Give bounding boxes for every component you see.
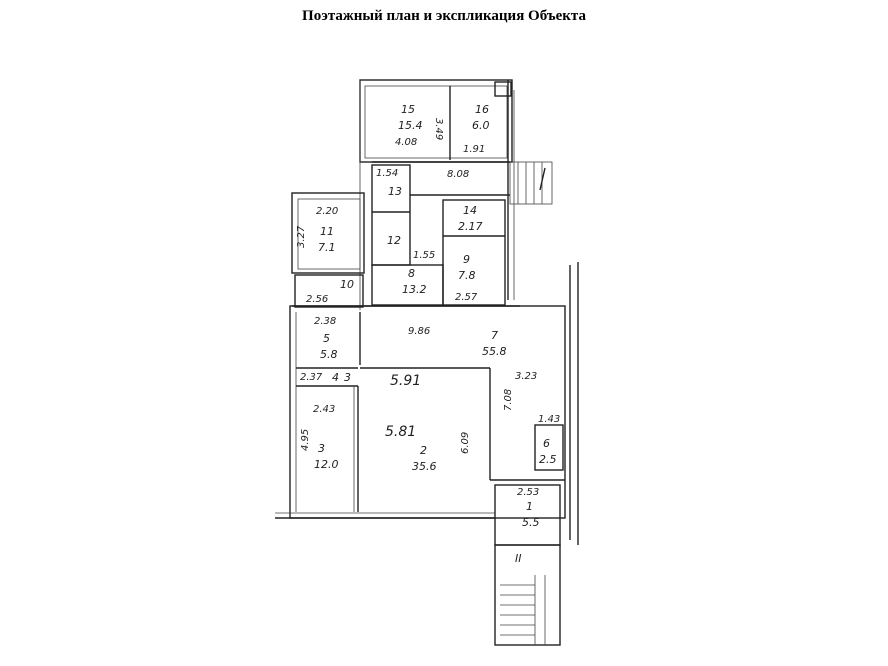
room-15-area: 15.4: [398, 119, 423, 132]
room-7-number: 7: [491, 329, 498, 342]
dimension: 9.86: [408, 326, 430, 337]
room-16-number: 16: [475, 103, 489, 116]
dimension: 1.54: [376, 168, 398, 179]
walls: [275, 79, 579, 646]
dimension: 6.09: [460, 432, 471, 454]
dimension: 7.08: [503, 389, 514, 411]
room-labels: 15 15.4 16 6.0 13 12 14 2.17 11 7.1 9 7.…: [314, 103, 557, 565]
room-13-number: 13: [388, 185, 402, 198]
room-14-area: 2.17: [458, 220, 483, 233]
room-6-area: 2.5: [539, 453, 557, 466]
dimension: 2.53: [517, 487, 539, 498]
stair-II-number: II: [515, 552, 522, 565]
room-15-number: 15: [401, 103, 415, 116]
room-1-number: 1: [526, 500, 533, 513]
dimension: 2.57: [455, 292, 478, 303]
room-3-number: 3: [318, 442, 325, 455]
room-11-number: 11: [320, 225, 334, 238]
room-2-area: 35.6: [412, 460, 437, 473]
room-6-number: 6: [543, 437, 550, 450]
plan-title: Поэтажный план и экспликация Объекта: [302, 8, 586, 24]
room-4-number: 4: [332, 371, 339, 384]
dimension: 2.37: [300, 372, 323, 383]
room-9-area: 7.8: [458, 269, 476, 282]
dimension: 3.23: [515, 371, 537, 382]
dimension: 3.27: [296, 225, 307, 248]
room-9-number: 9: [463, 253, 470, 266]
dimension: 2.43: [313, 404, 335, 415]
room-7-area: 55.8: [482, 345, 507, 358]
dimension: 5.81: [385, 424, 416, 440]
room-16-area: 6.0: [472, 119, 490, 132]
room-5-area: 5.8: [320, 348, 338, 361]
room-11-area: 7.1: [318, 241, 336, 254]
dimension: 4.08: [395, 137, 417, 148]
dimension: 5.91: [390, 373, 421, 389]
room-14-number: 14: [463, 204, 477, 217]
room-12-number: 12: [387, 234, 401, 247]
room-8-number: 8: [408, 267, 415, 280]
dimension-labels: 4.08 1.91 8.08 1.54 2.20 1.55 2.57 2.56 …: [296, 118, 560, 498]
dimension: 8.08: [447, 169, 469, 180]
room-1-area: 5.5: [522, 516, 540, 529]
dimension: 1.43: [538, 414, 560, 425]
room-3-area: 12.0: [314, 458, 339, 471]
room-5-number: 5: [323, 332, 330, 345]
dimension: 3.49: [433, 118, 444, 140]
room-2-number: 2: [420, 444, 427, 457]
room-10-number: 10: [340, 278, 354, 291]
dimension: 1.91: [463, 144, 485, 155]
dimension: 2.56: [306, 294, 328, 305]
dimension: 1.55: [413, 250, 435, 261]
room-4-area: 3: [344, 371, 351, 384]
room-8-area: 13.2: [402, 283, 427, 296]
dimension: 2.20: [316, 206, 338, 217]
dimension: 2.38: [314, 316, 336, 327]
dimension: 4.95: [300, 429, 311, 451]
